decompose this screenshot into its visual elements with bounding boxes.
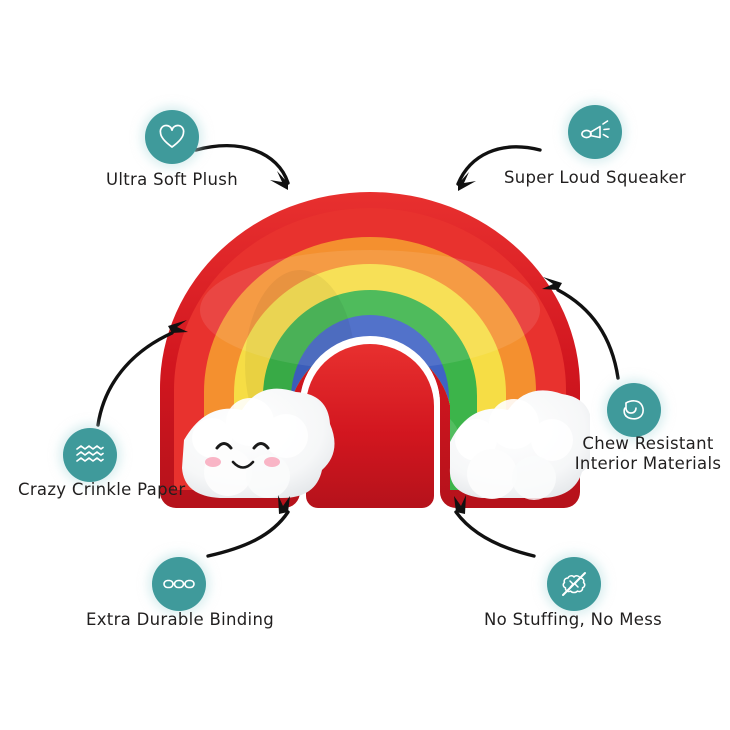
- right-cloud: [449, 390, 590, 500]
- right-blush: [264, 457, 280, 467]
- cloud-face: [205, 442, 280, 469]
- toy-inner-notch-binding: [306, 344, 434, 508]
- feature-label-chew-resistant: Chew Resistant Interior Materials: [574, 434, 722, 474]
- feature-badge-ultra-soft-plush[interactable]: [145, 110, 199, 164]
- feature-badge-extra-durable-binding[interactable]: [152, 557, 206, 611]
- crinkle-waves-icon: [76, 445, 104, 462]
- heart-icon: [159, 124, 185, 148]
- feature-badge-crazy-crinkle-paper[interactable]: [63, 428, 117, 482]
- rainbow-plush-toy-image: [150, 190, 590, 520]
- feature-badge-chew-resistant[interactable]: [607, 383, 661, 437]
- feature-label-ultra-soft-plush: Ultra Soft Plush: [106, 170, 238, 189]
- feature-label-extra-durable-binding: Extra Durable Binding: [86, 610, 274, 629]
- feature-label-crazy-crinkle-paper: Crazy Crinkle Paper: [18, 480, 186, 499]
- left-eye-icon: [215, 442, 233, 450]
- right-eye-icon: [252, 442, 270, 450]
- feature-badge-super-loud-squeaker[interactable]: [568, 105, 622, 159]
- chain-link-icon: [163, 579, 195, 589]
- feature-label-no-stuffing-no-mess: No Stuffing, No Mess: [484, 610, 662, 629]
- muscle-arm-icon: [623, 400, 644, 420]
- mouth-icon: [231, 460, 255, 469]
- left-cloud-with-face: [182, 388, 335, 498]
- feature-label-super-loud-squeaker: Super Loud Squeaker: [503, 168, 687, 187]
- left-blush: [205, 457, 221, 467]
- squeaker-horn-icon: [581, 120, 610, 139]
- feature-badge-no-stuffing-no-mess[interactable]: [547, 557, 601, 611]
- no-stuffing-icon: [562, 572, 586, 596]
